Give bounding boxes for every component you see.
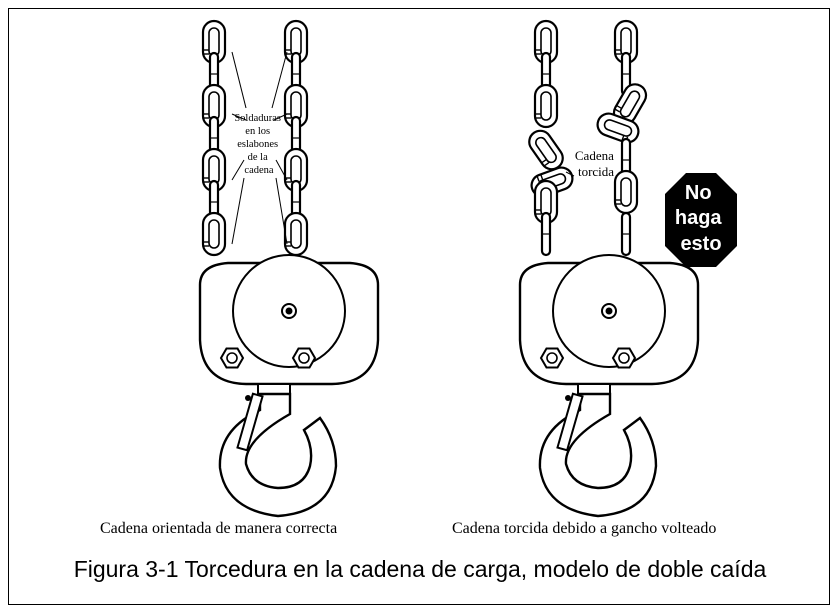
caption-correct: Cadena orientada de manera correcta bbox=[100, 520, 338, 537]
svg-text:No haga esto: No haga esto bbox=[675, 182, 727, 255]
twisted-chain-label: Cadena torcida bbox=[575, 148, 617, 179]
weld-pointer-lines bbox=[231, 51, 288, 245]
figure-title: Figura 3-1 Torcedura en la cadena de car… bbox=[73, 556, 767, 582]
chain-right-column-a bbox=[523, 19, 577, 257]
weld-label: Soldaduras en los eslabones de la cadena bbox=[234, 113, 283, 176]
caption-twisted: Cadena torcida debido a gancho volteado bbox=[452, 520, 717, 537]
twist-pointer-line bbox=[565, 171, 575, 177]
chain-left-column-b bbox=[285, 21, 307, 255]
hoist-twisted-chain: Cadena torcida No haga esto bbox=[518, 19, 737, 518]
chain-right-column-b bbox=[593, 19, 652, 257]
chain-left-column-a bbox=[203, 21, 225, 255]
hoist-correct-chain: Soldaduras en los eslabones de la cadena bbox=[198, 21, 380, 518]
hoist-body-left bbox=[198, 253, 380, 518]
do-not-do-this-sign: No haga esto bbox=[665, 173, 737, 267]
hoist-body-right bbox=[518, 253, 700, 518]
